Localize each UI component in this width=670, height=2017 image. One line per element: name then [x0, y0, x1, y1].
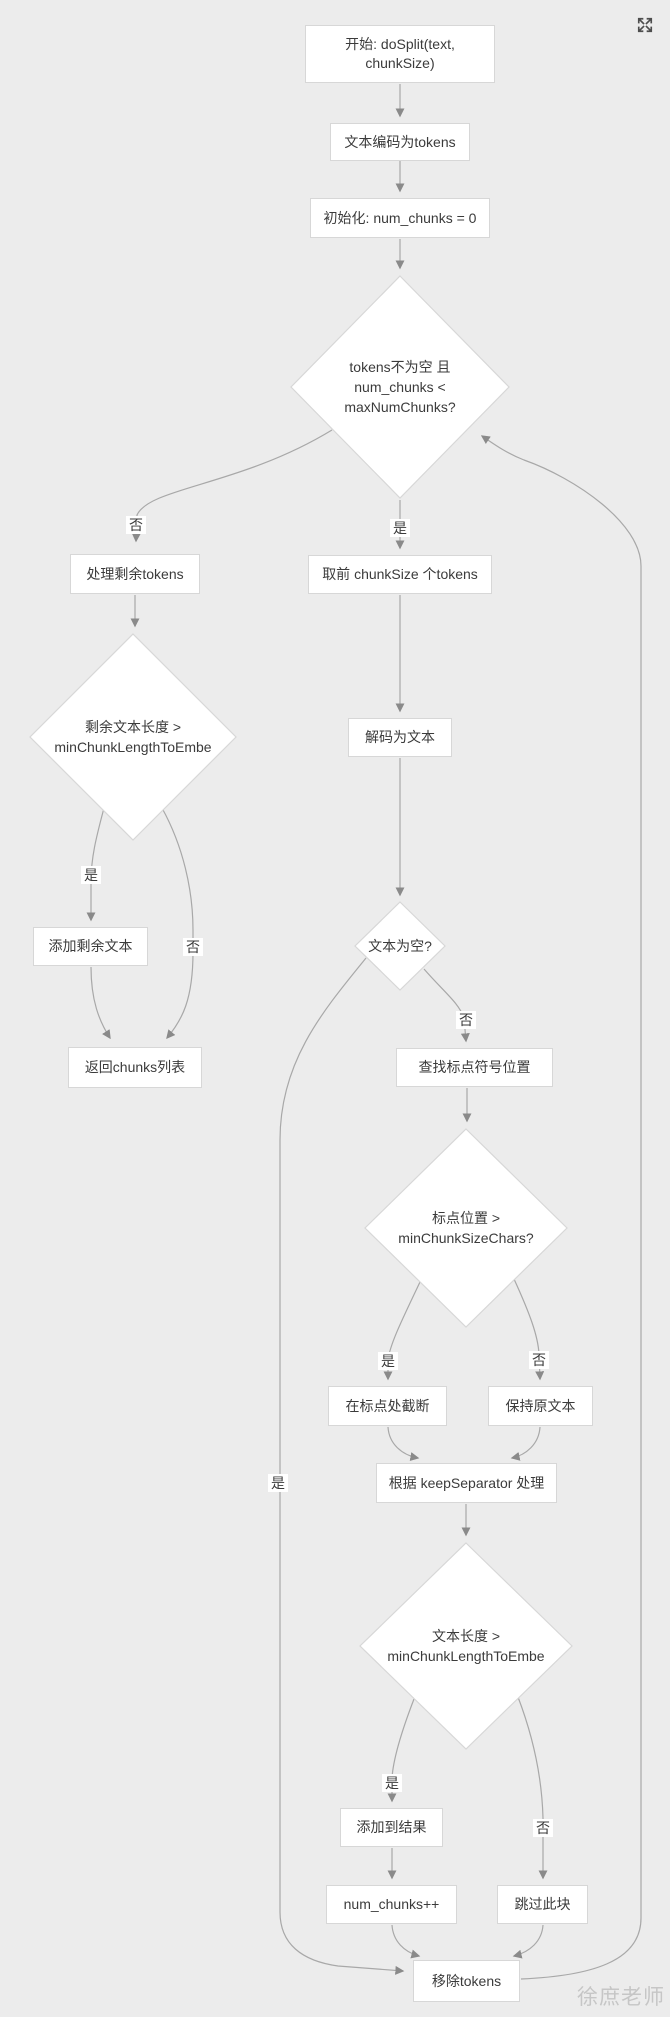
node-loop-cond-label: tokens不为空 且 num_chunks < maxNumChunks? — [344, 359, 456, 415]
edge-label-yes: 是 — [81, 866, 101, 884]
node-label: 开始: doSplit(text, chunkSize) — [345, 36, 455, 71]
edge-cutpunct-keepsep — [387, 1426, 420, 1462]
node-remaining-len-cond-label: 剩余文本长度 > minChunkLengthToEmbe — [54, 719, 212, 755]
edge-remove-loopback — [480, 435, 642, 1980]
node-return-list: 返回chunks列表 — [68, 1047, 202, 1088]
node-find-punct: 查找标点符号位置 — [396, 1048, 553, 1087]
node-add-remaining: 添加剩余文本 — [33, 927, 148, 966]
edge-label-no: 否 — [456, 1011, 476, 1029]
node-label: 返回chunks列表 — [84, 1059, 186, 1075]
edge-label-no: 否 — [126, 516, 146, 534]
edge-skip-remove — [512, 1924, 544, 1959]
edge-label-yes: 是 — [382, 1774, 402, 1792]
edge-lencond-no — [517, 1696, 548, 1880]
node-label: 在标点处截断 — [345, 1397, 430, 1414]
edge-keeptext-keepsep — [510, 1426, 541, 1461]
node-cut-punct: 在标点处截断 — [328, 1386, 447, 1426]
node-label: 查找标点符号位置 — [418, 1059, 531, 1075]
expand-icon — [637, 17, 653, 33]
edge-emptycond-no — [423, 968, 470, 1043]
node-label: 初始化: num_chunks = 0 — [323, 209, 477, 226]
node-add-result: 添加到结果 — [340, 1808, 443, 1847]
edge-emptycond-yes-remove — [279, 957, 405, 1975]
node-skip-chunk: 跳过此块 — [497, 1885, 588, 1924]
edge-inc-remove — [391, 1924, 421, 1959]
edge-loopcond-no — [131, 429, 333, 543]
node-encode: 文本编码为tokens — [330, 123, 470, 161]
node-decode: 解码为文本 — [348, 718, 452, 757]
node-label: 保持原文本 — [505, 1397, 576, 1414]
node-start: 开始: doSplit(text, chunkSize) — [305, 25, 495, 83]
edge-label-yes: 是 — [268, 1474, 288, 1492]
node-label: 文本编码为tokens — [344, 133, 456, 150]
node-label: 添加剩余文本 — [48, 938, 133, 954]
edge-label-yes: 是 — [378, 1352, 398, 1370]
edge-remainingcond-yes — [86, 807, 105, 922]
node-empty-cond-label: 文本为空? — [368, 938, 432, 954]
diamond-punct-cond — [364, 1128, 568, 1328]
node-label: 跳过此块 — [514, 1896, 571, 1912]
node-label: 处理剩余tokens — [86, 565, 184, 582]
node-take-front: 取前 chunkSize 个tokens — [308, 555, 492, 594]
edge-addremaining-return — [90, 966, 111, 1040]
diamond-remaining-len-cond — [29, 633, 237, 841]
node-inc-chunks: num_chunks++ — [326, 1885, 457, 1924]
node-keep-sep: 根据 keepSeparator 处理 — [376, 1463, 557, 1503]
edge-remainingcond-no — [161, 807, 194, 1040]
node-label: 移除tokens — [431, 1972, 502, 1989]
diamond-len-cond — [359, 1542, 573, 1750]
edge-label-no: 否 — [183, 938, 203, 956]
node-punct-cond-label: 标点位置 > minChunkSizeChars? — [398, 1210, 534, 1246]
node-label: 添加到结果 — [356, 1819, 427, 1835]
edge-label-no: 否 — [533, 1819, 553, 1837]
diamond-loop-cond — [290, 275, 510, 499]
watermark: 徐庶老师 — [577, 1986, 665, 2009]
diamond-empty-cond — [354, 901, 446, 991]
node-label: num_chunks++ — [343, 1896, 440, 1912]
node-init: 初始化: num_chunks = 0 — [310, 198, 490, 238]
expand-button[interactable] — [634, 14, 656, 36]
node-handle-remaining: 处理剩余tokens — [70, 554, 200, 594]
node-keep-text: 保持原文本 — [488, 1386, 593, 1426]
node-remove-tokens: 移除tokens — [413, 1960, 520, 2002]
node-label: 根据 keepSeparator 处理 — [388, 1474, 545, 1491]
edge-label-no: 否 — [529, 1351, 549, 1369]
node-label: 取前 chunkSize 个tokens — [322, 566, 478, 582]
node-len-cond-label: 文本长度 > minChunkLengthToEmbe — [387, 1628, 545, 1664]
edge-label-yes: 是 — [390, 519, 410, 537]
node-label: 解码为文本 — [365, 729, 435, 745]
